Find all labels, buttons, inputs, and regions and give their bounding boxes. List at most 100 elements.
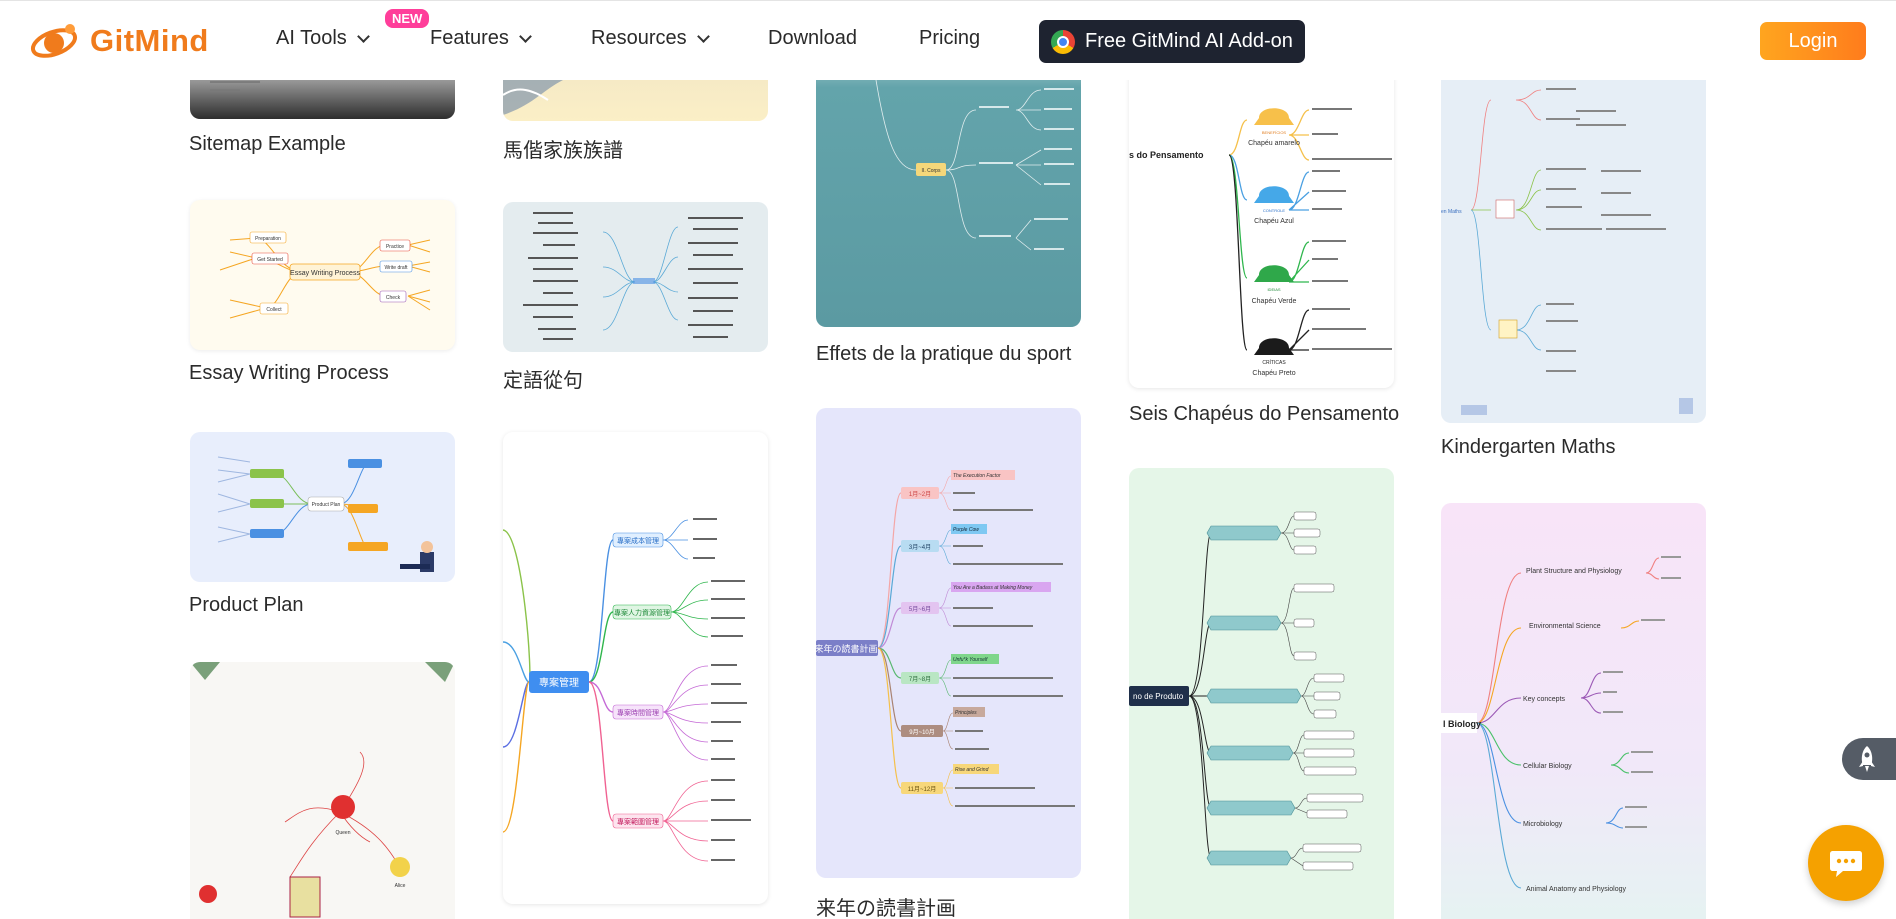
essay-collect-node: Collect bbox=[266, 307, 282, 313]
template-card-project-management[interactable]: 專案管理 專案成本管理 專案人力資源管理 專案時間管理 專案範圍管理 bbox=[503, 432, 768, 904]
bio-topic: Key concepts bbox=[1523, 696, 1566, 703]
reading-book: Purple Cow bbox=[953, 527, 979, 533]
project-management-thumbnail: 專案管理 專案成本管理 專案人力資源管理 專案時間管理 專案範圍管理 bbox=[503, 518, 751, 862]
effets-thumbnail: II. Corps bbox=[875, 79, 1074, 251]
seis-hat-name: Chapéu Verde bbox=[1252, 298, 1297, 305]
reading-book: Unfu*k Yourself bbox=[953, 657, 988, 663]
reading-book: The Execution Factor bbox=[953, 473, 1001, 479]
chat-button[interactable] bbox=[1808, 825, 1884, 901]
reading-month-node: 1月~2月 bbox=[909, 491, 931, 498]
template-title[interactable]: Seis Chapéus do Pensamento bbox=[1129, 403, 1400, 425]
nav-ai-tools-label: AI Tools bbox=[276, 27, 347, 49]
new-badge: NEW bbox=[385, 9, 430, 28]
bio-topic: Plant Structure and Physiology bbox=[1526, 568, 1622, 575]
pm-time-node: 專案時間管理 bbox=[617, 708, 659, 717]
pm-scope-node: 專案範圍管理 bbox=[617, 817, 659, 826]
kindergarten-thumbnail: en Maths bbox=[1441, 88, 1693, 415]
pm-cost-node: 專案成本管理 bbox=[617, 536, 659, 545]
template-card-alice[interactable]: Queen Alice bbox=[190, 662, 455, 919]
essay-draft-node: Write draft bbox=[385, 265, 409, 271]
bio-topic: Animal Anatomy and Physiology bbox=[1526, 886, 1626, 893]
back-to-top-button[interactable] bbox=[1842, 738, 1896, 780]
chevron-down-icon bbox=[519, 29, 532, 43]
template-card-reading-plan[interactable]: 来年の読書計画 1月~2月 3月~4月 5月~6月 7月~8月 9月~10月 1… bbox=[816, 408, 1081, 878]
seis-hat-label: IDEIAS bbox=[1267, 287, 1280, 292]
template-card-seis-chapeus[interactable]: s do Pensamento BENEFÍCIOS Chapéu amarel… bbox=[1129, 20, 1394, 388]
biology-thumbnail: l Biology Plant Structure and Physiology… bbox=[1441, 556, 1681, 893]
nav-pricing[interactable]: Pricing bbox=[919, 27, 981, 49]
free-addon-button[interactable]: Free GitMind AI Add-on bbox=[1039, 20, 1305, 63]
nav-features[interactable]: Features bbox=[430, 27, 532, 50]
template-title[interactable]: Sitemap Example bbox=[189, 133, 346, 155]
pm-center-node: 專案管理 bbox=[539, 676, 579, 689]
product-plan-thumbnail: Product Plan bbox=[217, 456, 434, 572]
template-card-essay[interactable]: Essay Writing Process Preparation Get St… bbox=[190, 200, 455, 350]
rocket-icon bbox=[1859, 746, 1875, 772]
template-title[interactable]: 馬偕家族族譜 bbox=[503, 140, 623, 162]
ma-family-thumbnail bbox=[503, 68, 563, 115]
template-card-product-plan[interactable]: Product Plan bbox=[190, 432, 455, 582]
template-title[interactable]: 定語從句 bbox=[503, 370, 583, 392]
essay-practice-node: Practice bbox=[386, 244, 404, 250]
reading-center-node: 来年の読書計画 bbox=[816, 643, 878, 654]
seis-hat-name: Chapéu Azul bbox=[1254, 218, 1294, 225]
produto-center-node: no de Produto bbox=[1133, 692, 1184, 701]
essay-prep-node: Preparation bbox=[255, 236, 281, 242]
template-title[interactable]: Effets de la pratique du sport bbox=[816, 343, 1072, 365]
reading-month-node: 9月~10月 bbox=[909, 729, 935, 736]
chat-icon bbox=[1830, 851, 1862, 877]
bio-center-node: l Biology bbox=[1443, 719, 1481, 729]
alice-alice-node: Alice bbox=[395, 883, 406, 889]
reading-book: Rise and Grind bbox=[955, 767, 989, 773]
seis-center-node: s do Pensamento bbox=[1129, 150, 1204, 160]
nav-download[interactable]: Download bbox=[768, 27, 857, 49]
essay-started-node: Get Started bbox=[257, 257, 283, 263]
template-title[interactable]: Essay Writing Process bbox=[189, 362, 389, 384]
reading-book: Principles bbox=[955, 710, 977, 716]
chevron-down-icon bbox=[696, 29, 710, 43]
reading-plan-thumbnail: 来年の読書計画 1月~2月 3月~4月 5月~6月 7月~8月 9月~10月 1… bbox=[816, 470, 1075, 807]
gitmind-logo[interactable]: GitMind bbox=[30, 19, 209, 63]
produto-thumbnail: no de Produto bbox=[1129, 511, 1364, 871]
seis-hat-label: CONTROLE bbox=[1263, 208, 1286, 213]
nav-ai-tools[interactable]: AI Tools bbox=[276, 27, 370, 50]
essay-check-node: Check bbox=[386, 295, 401, 301]
nav-resources[interactable]: Resources bbox=[591, 27, 710, 50]
nav-resources-label: Resources bbox=[591, 27, 687, 49]
template-card-biology[interactable]: l Biology Plant Structure and Physiology… bbox=[1441, 503, 1706, 919]
gitmind-logo-icon bbox=[30, 24, 78, 58]
essay-thumbnail: Essay Writing Process Preparation Get St… bbox=[219, 231, 431, 319]
template-card-produto[interactable]: no de Produto bbox=[1129, 468, 1394, 919]
template-title[interactable]: Kindergarten Maths bbox=[1441, 436, 1616, 458]
teigo-thumbnail bbox=[523, 212, 743, 340]
logo-text: GitMind bbox=[90, 23, 209, 58]
chevron-down-icon bbox=[356, 29, 370, 43]
template-card-teigo[interactable] bbox=[503, 202, 768, 352]
template-title[interactable]: Product Plan bbox=[189, 594, 304, 616]
essay-center-node: Essay Writing Process bbox=[290, 270, 360, 277]
site-header: GitMind AI Tools NEW Features Resources … bbox=[0, 0, 1896, 80]
template-card-kindergarten[interactable]: en Maths bbox=[1441, 20, 1706, 423]
bio-topic: Environmental Science bbox=[1529, 623, 1601, 630]
seis-hat-label: BENEFÍCIOS bbox=[1262, 130, 1287, 135]
reading-month-node: 7月~8月 bbox=[909, 676, 931, 683]
seis-hat-name: Chapéu amarelo bbox=[1248, 140, 1300, 147]
effets-node: II. Corps bbox=[922, 168, 941, 174]
bio-topic: Microbiology bbox=[1523, 821, 1563, 828]
addon-label: Free GitMind AI Add-on bbox=[1085, 30, 1293, 52]
reading-book: You Are a Badass at Making Money bbox=[953, 585, 1033, 591]
template-title[interactable]: 来年の読書計画 bbox=[816, 898, 956, 919]
reading-month-node: 11月~12月 bbox=[908, 786, 936, 793]
nav-features-label: Features bbox=[430, 27, 509, 49]
bio-topic: Cellular Biology bbox=[1523, 763, 1572, 770]
product-center-node: Product Plan bbox=[312, 502, 341, 508]
reading-month-node: 3月~4月 bbox=[909, 544, 931, 551]
kinder-center-node: en Maths bbox=[1441, 209, 1462, 215]
seis-thumbnail: s do Pensamento BENEFÍCIOS Chapéu amarel… bbox=[1129, 108, 1392, 377]
alice-thumbnail: Queen Alice bbox=[190, 662, 455, 918]
alice-queen-node: Queen bbox=[335, 830, 350, 836]
chrome-icon bbox=[1051, 29, 1075, 54]
seis-hat-label: CRÍTICAS bbox=[1262, 359, 1286, 366]
seis-hat-name: Chapéu Preto bbox=[1252, 370, 1295, 377]
login-button[interactable]: Login bbox=[1760, 22, 1866, 60]
